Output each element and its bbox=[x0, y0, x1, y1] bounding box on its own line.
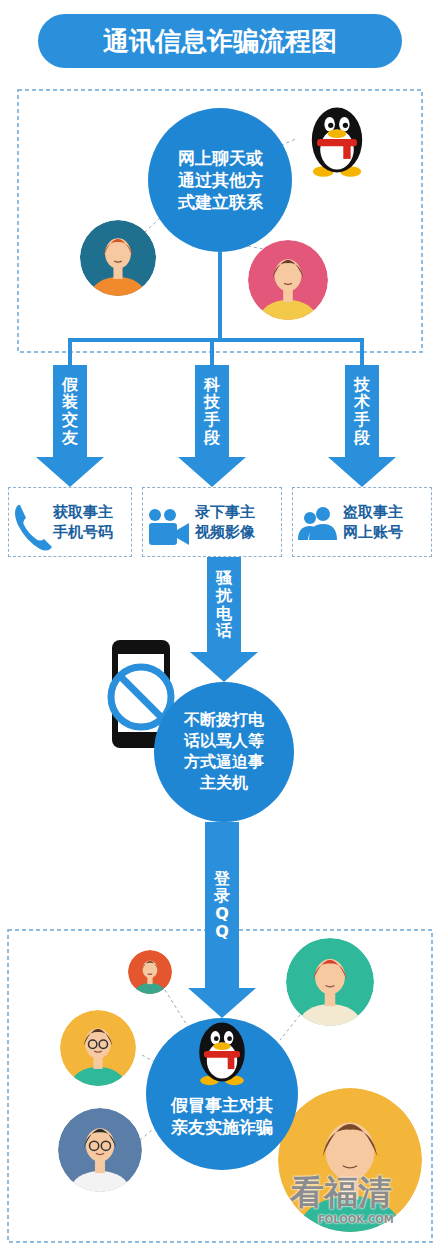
avatar bbox=[128, 950, 172, 1003]
node-text: 获取事主手机号码 bbox=[53, 502, 119, 543]
node-text: 网上聊天或通过其他方式建立联系 bbox=[175, 147, 265, 213]
avatar bbox=[80, 220, 156, 311]
connector-stem bbox=[70, 252, 220, 365]
leader-line bbox=[145, 218, 160, 232]
node-text: 录下事主视频影像 bbox=[195, 502, 263, 543]
process-circle: 假冒事主对其亲友实施诈骗 bbox=[146, 1018, 298, 1170]
avatar bbox=[58, 1108, 142, 1209]
process-box: 录下事主视频影像 bbox=[142, 487, 282, 557]
block-arrow bbox=[188, 822, 256, 1018]
node-text: 不断拨打电话以骂人等方式逼迫事主关机 bbox=[183, 710, 265, 793]
circle-shape bbox=[146, 1018, 298, 1170]
block-arrow bbox=[328, 365, 396, 487]
avatar bbox=[248, 240, 328, 336]
flow-arrow bbox=[220, 252, 396, 487]
penguin-icon bbox=[312, 107, 362, 176]
edge-label: 科技手段 bbox=[204, 376, 220, 446]
flow-arrow bbox=[36, 252, 220, 487]
edge-label: 骚扰电话 bbox=[216, 569, 232, 639]
edge-label: 技术手段 bbox=[354, 376, 370, 446]
flow-arrow bbox=[178, 252, 246, 487]
avatar bbox=[60, 1010, 136, 1101]
block-arrow bbox=[36, 365, 104, 487]
node-text: 盗取事主网上账号 bbox=[343, 502, 413, 543]
leader-line bbox=[165, 990, 190, 1030]
leader-line bbox=[280, 1015, 300, 1040]
avatar bbox=[278, 1088, 422, 1254]
node-text: 假冒事主对其亲友实施诈骗 bbox=[169, 1094, 275, 1138]
connector-stem bbox=[220, 252, 362, 365]
phone-icon bbox=[15, 505, 52, 551]
process-box: 获取事主手机号码 bbox=[8, 487, 132, 557]
process-box: 盗取事主网上账号 bbox=[292, 487, 432, 557]
camera-icon bbox=[149, 523, 177, 545]
flow-arrow bbox=[190, 557, 258, 682]
avatar bbox=[286, 938, 374, 1044]
penguin-icon bbox=[199, 1023, 245, 1086]
process-circle: 网上聊天或通过其他方式建立联系 bbox=[148, 108, 292, 252]
block-arrow bbox=[190, 557, 258, 682]
process-circle: 不断拨打电话以骂人等方式逼迫事主关机 bbox=[154, 682, 294, 822]
prohibition-sign bbox=[111, 667, 171, 727]
title-banner: 通讯信息诈骗流程图 bbox=[38, 14, 402, 68]
flow-arrow bbox=[188, 822, 256, 1018]
people-icon bbox=[316, 507, 330, 521]
watermark: 看福清 bbox=[290, 1170, 430, 1216]
edge-label: 假装交友 bbox=[62, 376, 78, 446]
edge-label: 登录QQ bbox=[214, 870, 230, 940]
block-arrow bbox=[178, 365, 246, 487]
watermark: FOLOOK.COM bbox=[318, 1214, 428, 1225]
title: 通讯信息诈骗流程图 bbox=[103, 24, 337, 59]
